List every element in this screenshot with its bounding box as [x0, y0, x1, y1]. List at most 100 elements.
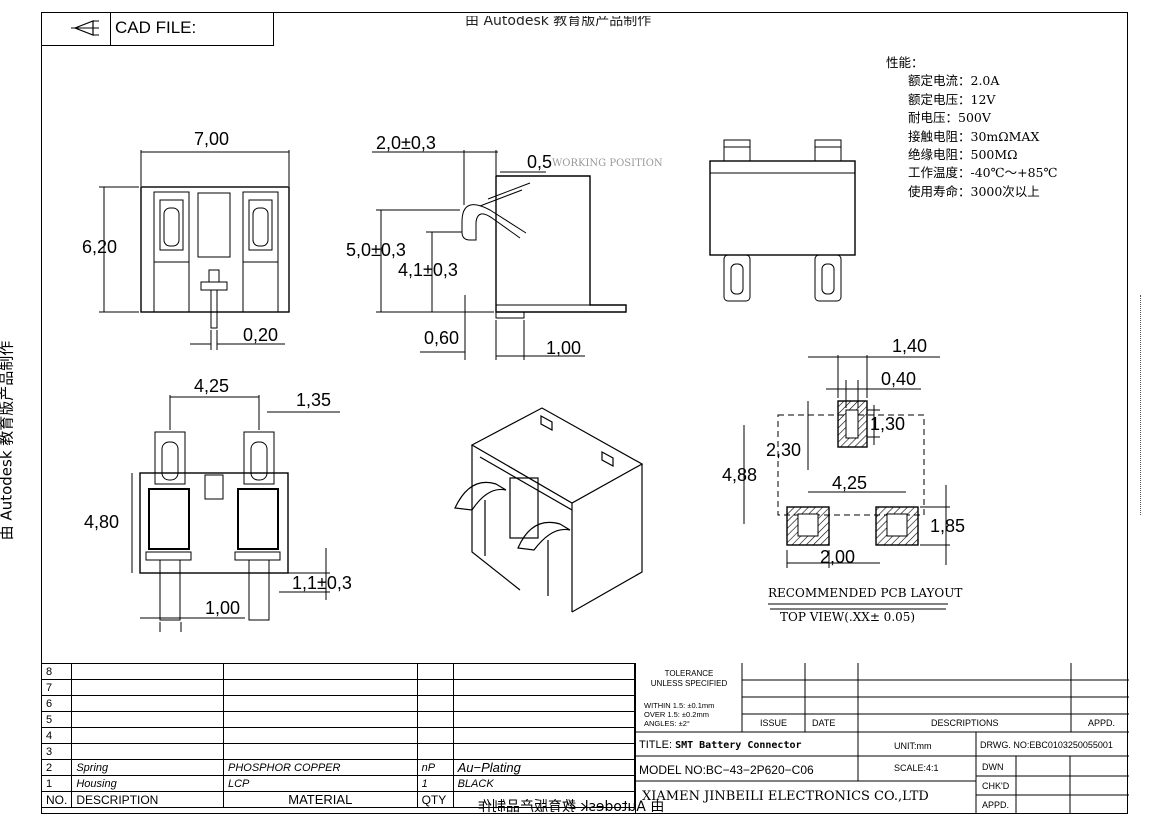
side-dim-d: 4,1±0,3: [398, 260, 458, 280]
bom-header-material: MATERIAL: [223, 791, 418, 808]
bottom-dim-a: 4,25: [194, 376, 230, 396]
pcb-caption-2: TOP VIEW(.XX± 0.05): [780, 610, 916, 624]
top-view: [709, 139, 856, 302]
bom-header-no: NO.: [40, 791, 73, 808]
cad-file-box: CAD FILE:: [41, 12, 274, 46]
tolerance-over: OVER 1.5: ±0.2mm: [644, 710, 709, 719]
bom-desc: [71, 743, 224, 760]
bom-qty: [416, 743, 454, 760]
bottom-dim-c: 4,80: [84, 512, 120, 532]
bom-desc: [71, 711, 224, 728]
drawing-sheet: [41, 12, 1128, 814]
model-label: MODEL NO:: [639, 763, 706, 777]
bom-row: 5: [40, 711, 636, 728]
drawing-number: DRWG. NO:EBC0103250055001: [980, 740, 1113, 750]
bom-no: 6: [40, 695, 73, 712]
bom-no: 4: [40, 727, 73, 744]
bom-no: 1: [40, 775, 73, 792]
bom-finish: [452, 743, 636, 760]
bom-finish: Au−Plating: [452, 759, 636, 776]
pcb-dim-b: 0,40: [881, 369, 917, 389]
front-height-dim: 6,20: [82, 237, 118, 257]
bom-header-desc: DESCRIPTION: [71, 791, 224, 808]
right-edge-marks: [1140, 295, 1149, 515]
side-dim-f: 1,00: [546, 338, 582, 358]
bom-header-qty: QTY: [416, 791, 454, 808]
bottom-dim-d: 1,1±0,3: [292, 573, 352, 593]
bom-row: 6: [40, 695, 636, 712]
dwn-label: DWN: [982, 762, 1004, 772]
bom-row: 4: [40, 727, 636, 744]
tolerance-angles: ANGLES: ±2°: [644, 719, 690, 728]
bom-desc: [71, 679, 224, 696]
bom-no: 3: [40, 743, 73, 760]
bom-qty: [416, 711, 454, 728]
spec-current: 额定电流：2.0A: [908, 73, 1000, 89]
bom-finish: [452, 663, 636, 680]
bom-desc: Spring: [71, 759, 224, 776]
bom-desc: [71, 695, 224, 712]
bom-finish: [452, 679, 636, 696]
title-value: SMT Battery Connector: [675, 740, 802, 751]
bom-desc: [71, 727, 224, 744]
side-dim-b: 0,5: [527, 152, 553, 172]
performance-specs: 性能： 额定电流：2.0A 额定电压：12V 耐电压：500V 接触电阻：30m…: [886, 54, 1057, 201]
side-dim-a: 2,0±0,3: [376, 133, 436, 153]
pcb-caption-1: RECOMMENDED PCB LAYOUT: [768, 586, 963, 600]
tolerance-line-2: UNLESS SPECIFIED: [650, 679, 728, 688]
appd-label: APPD.: [1088, 718, 1116, 728]
side-dim-c: 5,0±0,3: [346, 240, 406, 260]
bom-material: PHOSPHOR COPPER: [223, 759, 418, 776]
scale-label: SCALE:4:1: [894, 763, 939, 773]
bom-qty: 1: [416, 775, 454, 792]
tolerance-within: WITHIN 1.5: ±0.1mm: [644, 701, 715, 710]
bom-material: [223, 663, 418, 680]
title-label: TITLE:: [639, 739, 673, 751]
specs-title: 性能：: [886, 55, 924, 70]
pcb-dim-e: 4,88: [722, 465, 758, 485]
title-block-right: TOLERANCE UNLESS SPECIFIED WITHIN 1.5: ±…: [635, 663, 1129, 814]
cad-file-label: CAD FILE:: [115, 18, 197, 37]
bom-row: 8: [40, 663, 636, 680]
model-value: BC−43−2P620−C06: [705, 763, 814, 777]
projection-symbol-icon: [41, 12, 111, 45]
spec-life: 使用寿命：3000次以上: [908, 183, 1040, 199]
bom-material: [223, 679, 418, 696]
company-name: XIAMEN JINBEILI ELECTRONICS CO.,LTD: [642, 789, 929, 804]
front-pin-dim: 0,20: [243, 325, 279, 345]
bom-qty: [416, 679, 454, 696]
pcb-dim-d: 2,30: [766, 440, 802, 460]
pcb-dim-h: 2,00: [820, 547, 856, 567]
pcb-dim-a: 1,40: [892, 336, 928, 356]
bom-desc: Housing: [71, 775, 224, 792]
bom-no: 5: [40, 711, 73, 728]
bom-row: 7: [40, 679, 636, 696]
bom-qty: nP: [416, 759, 454, 776]
spec-temperature: 工作温度：-40℃～+85℃: [908, 165, 1058, 181]
unit-label: UNIT:mm: [894, 741, 932, 751]
bom-finish: [452, 727, 636, 744]
tolerance-heading: TOLERANCE UNLESS SPECIFIED: [636, 669, 742, 689]
bom-qty: [416, 727, 454, 744]
bottom-view: [131, 395, 340, 632]
spec-voltage: 额定电压：12V: [908, 91, 996, 107]
bom-qty: [416, 663, 454, 680]
isometric-view: [454, 407, 644, 613]
bottom-dim-b: 1,35: [296, 390, 332, 410]
bom-material: [223, 743, 418, 760]
bom-finish: BLACK: [452, 775, 636, 792]
tolerance-line-1: TOLERANCE: [664, 669, 714, 678]
bom-no: 8: [40, 663, 73, 680]
pcb-dim-g: 1,85: [930, 516, 966, 536]
descriptions-label: DESCRIPTIONS: [931, 718, 999, 728]
bom-qty: [416, 695, 454, 712]
side-view: [372, 150, 627, 360]
spec-withstand: 耐电压：500V: [908, 110, 991, 126]
bom-finish: [452, 695, 636, 712]
bom-finish: [452, 711, 636, 728]
date-label: DATE: [812, 718, 836, 728]
